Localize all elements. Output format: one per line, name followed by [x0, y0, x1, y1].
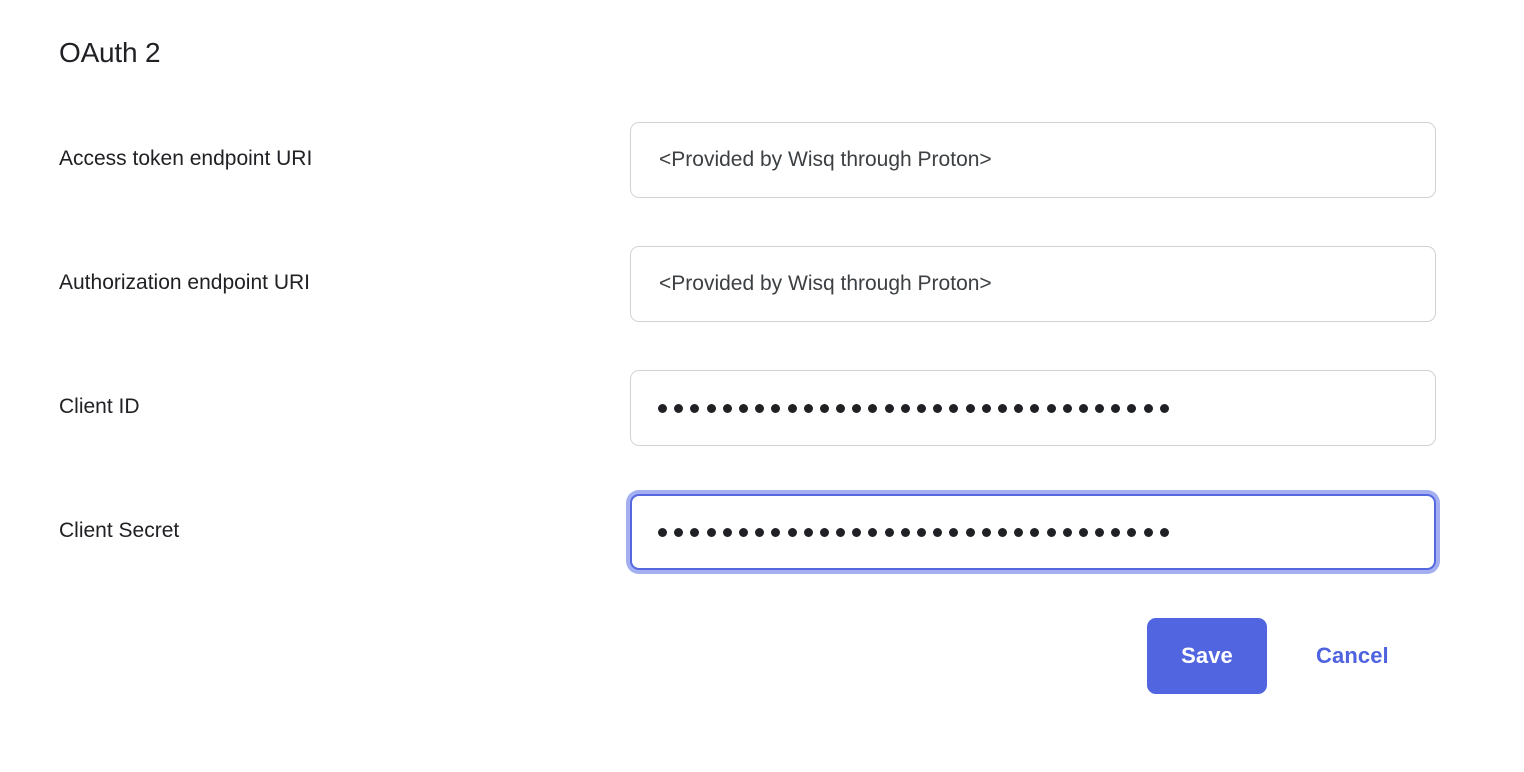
client-secret-input[interactable] [630, 494, 1436, 570]
form-row: Access token endpoint URI [0, 122, 1524, 246]
client-id-input[interactable] [630, 370, 1436, 446]
field-label-access-token-endpoint-uri: Access token endpoint URI [59, 147, 313, 170]
cancel-button[interactable]: Cancel [1316, 618, 1389, 694]
form-actions: Save Cancel [0, 618, 1524, 698]
access-token-endpoint-uri-input[interactable] [630, 122, 1436, 198]
field-control-client-secret [630, 494, 1436, 570]
form-row: Authorization endpoint URI [0, 246, 1524, 370]
oauth2-form: Access token endpoint URI Authorization e… [0, 122, 1524, 618]
field-control-authorization-endpoint-uri [630, 246, 1436, 322]
field-label-client-id: Client ID [59, 395, 140, 418]
field-label-client-secret: Client Secret [59, 519, 180, 542]
form-row: Client Secret [0, 494, 1524, 618]
form-row: Client ID [0, 370, 1524, 494]
field-label-authorization-endpoint-uri: Authorization endpoint URI [59, 271, 310, 294]
field-control-access-token-endpoint-uri [630, 122, 1436, 198]
page-title: OAuth 2 [59, 37, 161, 68]
field-control-client-id [630, 370, 1436, 446]
save-button[interactable]: Save [1147, 618, 1267, 694]
authorization-endpoint-uri-input[interactable] [630, 246, 1436, 322]
